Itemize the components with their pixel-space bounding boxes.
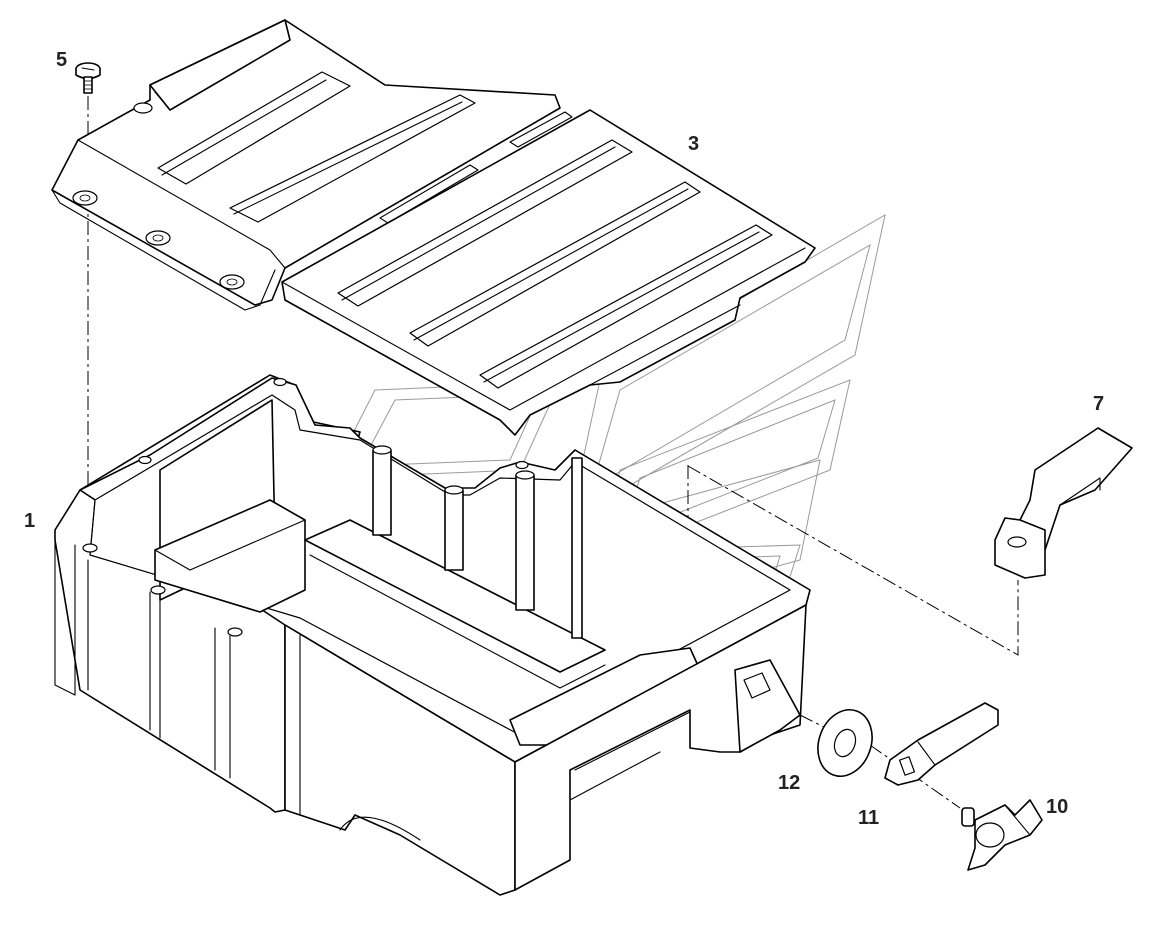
- callout-7: 7: [1093, 393, 1105, 415]
- callout-5: 5: [56, 49, 68, 71]
- battery-box-part-1: [54, 374, 811, 896]
- lid-part-3: [51, 19, 816, 436]
- latch-lever-part-11: [884, 702, 999, 786]
- knob-part-10: [961, 799, 1043, 871]
- callout-11: 11: [858, 807, 880, 829]
- callout-3: 3: [688, 133, 700, 155]
- callout-1: 1: [24, 510, 36, 532]
- screw-part-5: [75, 62, 101, 94]
- washer-part-12: [817, 709, 873, 777]
- callout-12: 12: [778, 772, 801, 794]
- clamp-bracket-part-7: [994, 427, 1133, 579]
- callout-10: 10: [1046, 796, 1069, 818]
